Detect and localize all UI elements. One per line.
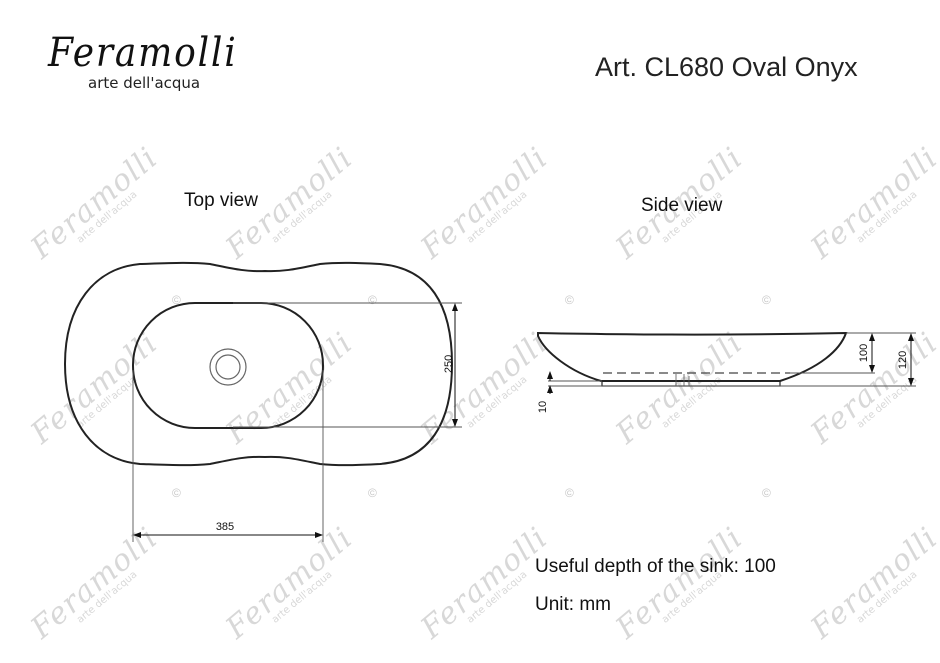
drain-outer xyxy=(209,348,247,386)
copyright-mark: © xyxy=(368,486,377,500)
side-view-label: Side view xyxy=(641,195,723,216)
dim-100: 100 xyxy=(858,344,870,362)
copyright-mark: © xyxy=(172,486,181,500)
side-view-drawing xyxy=(537,331,916,394)
copyright-mark: © xyxy=(762,293,771,307)
useful-depth-note: Useful depth of the sink: 100 xyxy=(535,556,776,577)
copyright-mark: © xyxy=(565,486,574,500)
dim-250: 250 xyxy=(443,355,455,373)
outer-rim-outline xyxy=(63,261,454,467)
copyright-mark: © xyxy=(565,293,574,307)
basin-profile xyxy=(537,331,848,382)
dim-10: 10 xyxy=(537,401,549,413)
drain-inner xyxy=(215,354,241,380)
brand-logo: Feramolli xyxy=(48,30,238,76)
dim-385: 385 xyxy=(216,521,234,533)
unit-note: Unit: mm xyxy=(535,594,611,615)
top-view-label: Top view xyxy=(184,190,258,211)
dim-120: 120 xyxy=(897,351,909,369)
copyright-mark: © xyxy=(762,486,771,500)
copyright-mark: © xyxy=(172,293,181,307)
copyright-mark: © xyxy=(368,293,377,307)
brand-tagline: arte dell'acqua xyxy=(88,74,201,92)
top-view-drawing xyxy=(63,261,462,542)
inner-bowl-outline xyxy=(132,302,324,429)
product-title: Art. CL680 Oval Onyx xyxy=(595,52,858,82)
